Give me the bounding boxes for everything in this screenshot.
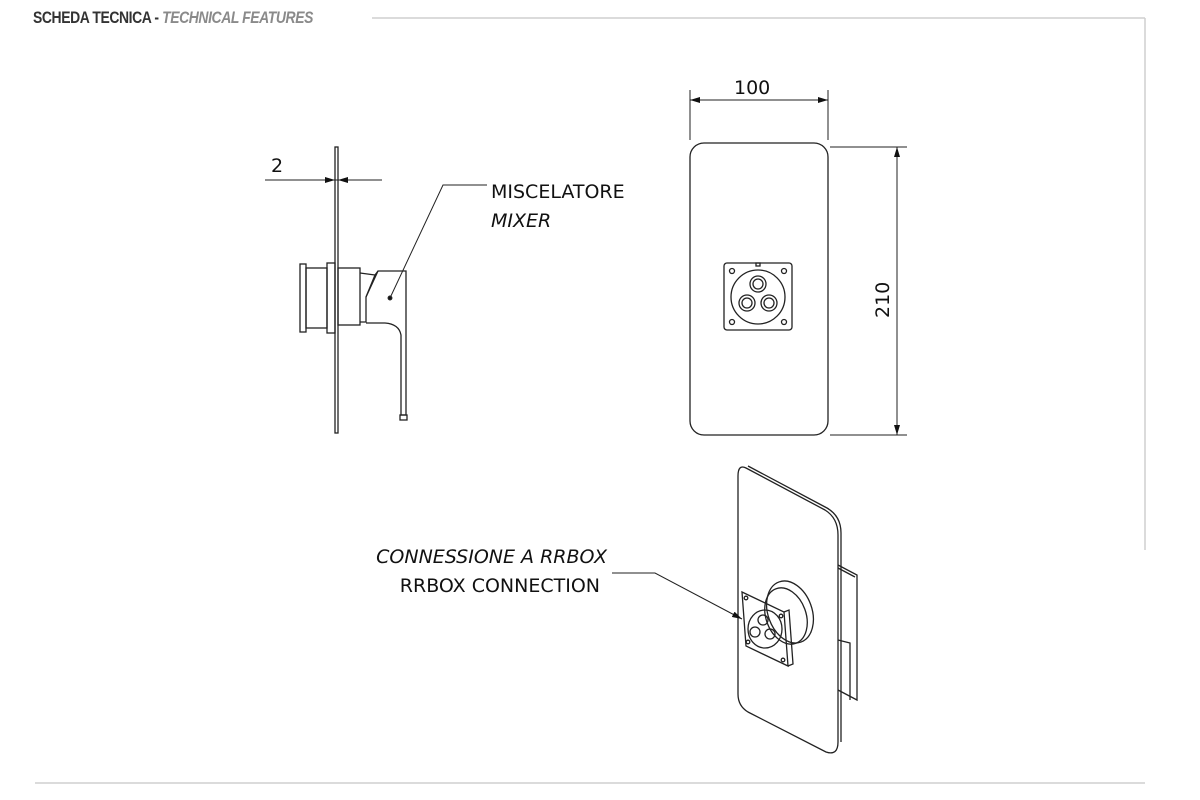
mixer-label-en: MIXER	[491, 210, 551, 232]
side-view	[265, 146, 487, 434]
dimension-height: 210	[872, 282, 894, 318]
page-header: SCHEDA TECNICA - TECHNICAL FEATURES	[33, 8, 313, 28]
rrbox-label-it: CONNESSIONE A RRBOX	[376, 546, 608, 568]
header-separator: -	[154, 8, 159, 27]
front-view	[689, 90, 907, 436]
dimension-width: 100	[734, 77, 770, 99]
header-title-en: TECHNICAL FEATURES	[162, 8, 313, 27]
dimension-thickness: 2	[271, 155, 283, 177]
header-title-it: SCHEDA TECNICA	[33, 8, 151, 27]
rrbox-label-en: RRBOX CONNECTION	[400, 575, 600, 597]
mixer-label-it: MISCELATORE	[491, 181, 625, 203]
iso-view	[612, 465, 858, 754]
page-frame	[35, 17, 1146, 784]
